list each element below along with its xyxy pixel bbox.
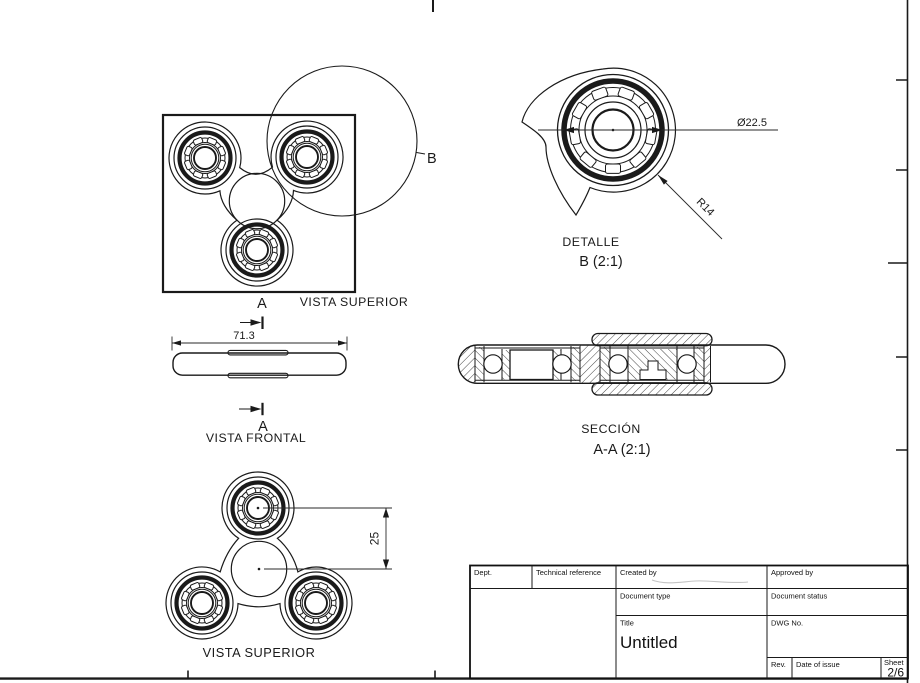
title-label: Title bbox=[620, 619, 634, 628]
cutting-plane-label-a: A bbox=[257, 296, 267, 312]
detail-break-outline bbox=[521, 67, 676, 217]
technical-reference-label: Technical reference bbox=[536, 568, 601, 577]
center-mark bbox=[257, 567, 261, 571]
section-view: SECCIÓN A-A (2:1) bbox=[457, 332, 786, 458]
document-status-label: Document status bbox=[771, 592, 828, 601]
cap-post-cavity bbox=[639, 360, 667, 380]
front-view: 71.3 A VISTA FRONTAL bbox=[171, 330, 348, 445]
dim-arrowhead bbox=[563, 126, 574, 134]
spinner-body-outline bbox=[168, 120, 344, 287]
dept-label: Dept. bbox=[474, 568, 492, 577]
bearing bbox=[276, 126, 338, 188]
cutting-plane-arrowhead bbox=[250, 405, 262, 413]
signature-artifact bbox=[651, 579, 749, 584]
spinner-body-outline bbox=[165, 471, 353, 640]
document-type-label: Document type bbox=[620, 592, 670, 601]
distance-dimension: 25 bbox=[368, 532, 382, 546]
section-body-outline bbox=[457, 344, 786, 384]
title-block: Dept. Technical reference Created by App… bbox=[469, 564, 909, 680]
date-of-issue-label: Date of issue bbox=[796, 660, 840, 669]
detail-view-name: DETALLE bbox=[562, 235, 619, 249]
diameter-dimension: Ø22.5 bbox=[737, 117, 767, 129]
created-by-label: Created by bbox=[620, 568, 657, 577]
bearing-cap-bottom bbox=[591, 382, 713, 396]
rev-label: Rev. bbox=[771, 660, 786, 669]
section-view-scale: A-A (2:1) bbox=[593, 442, 650, 458]
cutting-plane-label-a: A bbox=[258, 419, 268, 435]
dim-arrowhead bbox=[382, 559, 390, 569]
spinner-body-front bbox=[172, 352, 347, 376]
dim-arrowhead bbox=[172, 340, 181, 346]
detail-circle-b bbox=[266, 65, 418, 217]
section-hatching bbox=[458, 345, 711, 384]
bearing bbox=[285, 572, 347, 634]
view-label-bottom: VISTA SUPERIOR bbox=[203, 645, 316, 660]
bearing-cap-top bbox=[591, 332, 713, 347]
radius-leader bbox=[657, 174, 723, 240]
bearing bbox=[174, 127, 236, 189]
detail-marker-b: B bbox=[427, 151, 437, 167]
radius-dimension: R14 bbox=[694, 196, 717, 219]
spinner-hub-circle bbox=[228, 172, 286, 230]
ball bbox=[552, 354, 572, 374]
dim-arrowhead bbox=[382, 508, 390, 518]
dwg-no-label: DWG No. bbox=[771, 619, 803, 628]
cutting-plane-arrowhead bbox=[250, 319, 262, 326]
view-label-top: VISTA SUPERIOR bbox=[300, 295, 409, 309]
dim-arrowhead bbox=[652, 126, 663, 134]
radius-arrowhead bbox=[658, 175, 668, 185]
approved-by-label: Approved by bbox=[771, 568, 813, 577]
section-view-name: SECCIÓN bbox=[581, 421, 641, 436]
detail-view-b: Ø22.5 R14 DETALLE B (2:1) bbox=[521, 67, 778, 270]
bearing-bore-square bbox=[509, 349, 554, 381]
bearing bbox=[171, 572, 233, 634]
detail-view-scale: B (2:1) bbox=[579, 254, 623, 270]
sheet-label: Sheet bbox=[884, 658, 905, 667]
width-dimension: 71.3 bbox=[233, 330, 254, 342]
detail-leader bbox=[416, 152, 426, 155]
ball bbox=[483, 354, 503, 374]
sheet-value: 2/6 bbox=[887, 666, 904, 680]
title-value: Untitled bbox=[620, 633, 678, 652]
dim-arrowhead bbox=[338, 340, 347, 346]
ball bbox=[677, 354, 697, 374]
ball bbox=[608, 354, 628, 374]
top-view-boxed: B A VISTA SUPERIOR bbox=[161, 65, 437, 329]
view-boundary-box bbox=[161, 113, 357, 294]
top-view-lower: 25 VISTA SUPERIOR bbox=[165, 471, 392, 660]
center-mark bbox=[256, 506, 260, 510]
title-block-border bbox=[469, 564, 909, 680]
view-label-front: VISTA FRONTAL bbox=[206, 431, 306, 445]
